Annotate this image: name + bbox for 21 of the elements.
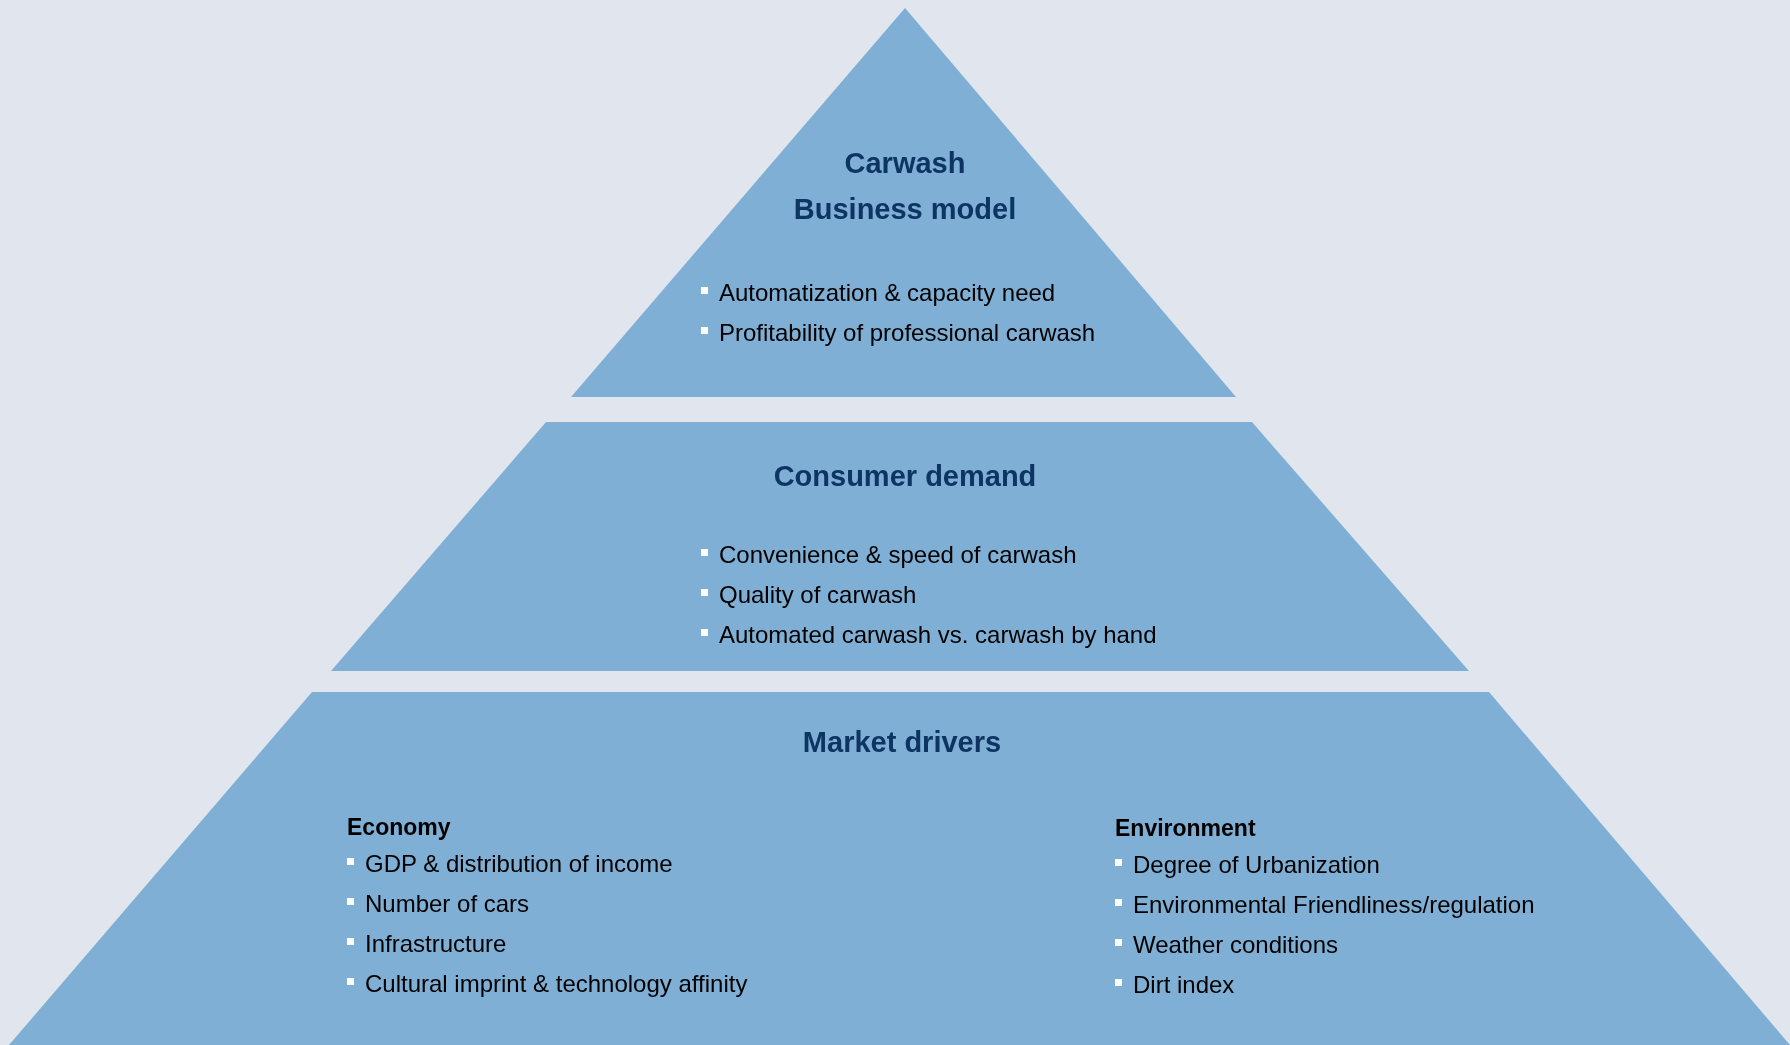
group-heading: Economy [347, 813, 451, 842]
bullet-item: Weather conditions [1115, 930, 1338, 960]
bullet-item: Cultural imprint & technology affinity [347, 969, 748, 999]
bullet-item: Quality of carwash [701, 580, 917, 610]
bullet-item: Infrastructure [347, 929, 507, 959]
pyramid-tier [571, 8, 1236, 397]
bullet-item: Automated carwash vs. carwash by hand [701, 620, 1157, 650]
pyramid-tier [331, 422, 1469, 671]
bullet-item: GDP & distribution of income [347, 849, 673, 879]
tier-title: Carwash Business model [792, 146, 1018, 227]
bullet-item: Automatization & capacity need [701, 278, 1056, 308]
tier-title: Market drivers [801, 725, 1003, 760]
tier-title: Consumer demand [772, 459, 1038, 494]
bullet-item: Dirt index [1115, 970, 1235, 1000]
bullet-item: Number of cars [347, 889, 530, 919]
bullet-item: Degree of Urbanization [1115, 850, 1380, 880]
bullet-item: Convenience & speed of carwash [701, 540, 1077, 570]
group-heading: Environment [1115, 814, 1256, 843]
bullet-item: Profitability of professional carwash [701, 318, 1096, 348]
bullet-item: Environmental Friendliness/regulation [1115, 890, 1535, 920]
pyramid-tier [9, 692, 1790, 1045]
